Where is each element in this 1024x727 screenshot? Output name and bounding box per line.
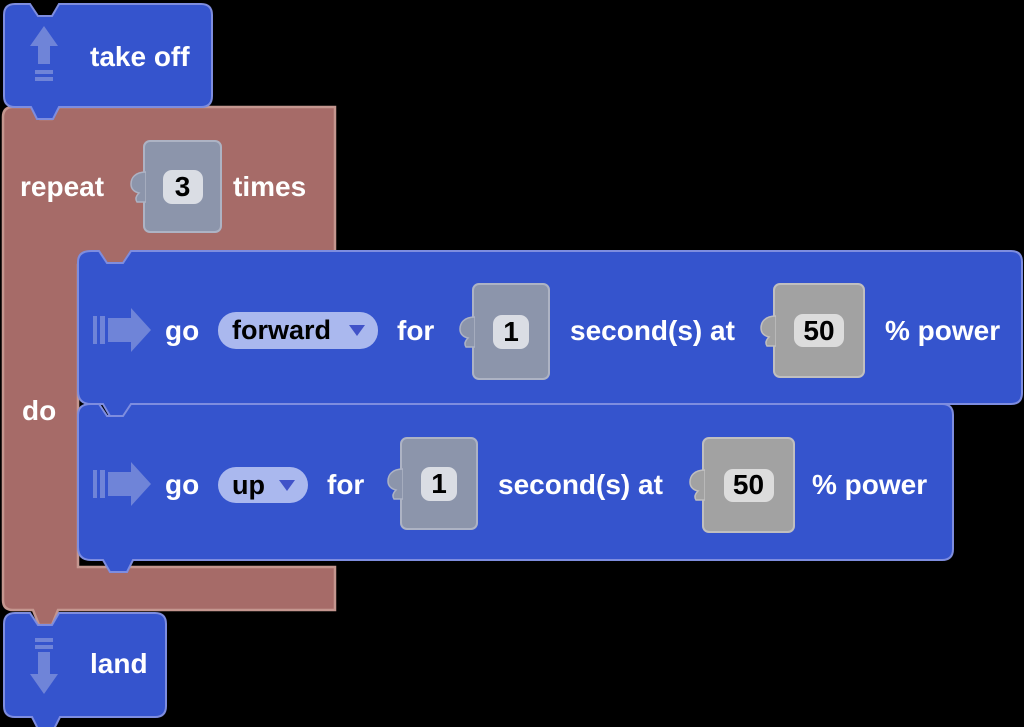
repeat-block[interactable]: repeat 3 times do [1,105,341,627]
puzzle-tab-icon [760,314,776,347]
duration-block[interactable]: 1 [459,283,550,380]
for-label: for [327,469,365,500]
duration-block[interactable]: 1 [387,437,478,530]
direction-dropdown[interactable]: up [218,467,308,503]
power-label: % power [812,469,928,500]
power-field[interactable]: 50 [794,314,844,347]
takeoff-block[interactable]: take off [3,3,215,125]
duration-field[interactable]: 1 [493,314,529,349]
repeat-count-block[interactable]: 3 [130,140,222,233]
direction-dropdown[interactable]: forward [218,312,378,349]
go-up-block[interactable]: go up for 1 second(s) at 50 % power [77,403,955,575]
takeoff-arrow-up-icon [30,26,58,81]
seconds-label: second(s) at [570,315,735,346]
go-forward-block[interactable]: go forward for 1 second(s) at 50 % power [77,250,1024,420]
power-field[interactable]: 50 [723,468,774,502]
repeat-count-field[interactable]: 3 [162,169,203,204]
puzzle-tab-icon [130,170,146,203]
puzzle-tab-icon [387,467,403,500]
times-label: times [233,171,307,202]
duration-field[interactable]: 1 [421,466,457,501]
do-label: do [22,395,57,426]
takeoff-block-shape [3,3,213,120]
move-arrow-right-icon [93,462,151,506]
move-arrow-right-icon [93,308,151,352]
puzzle-tab-icon [689,469,705,501]
repeat-label: repeat [20,171,105,202]
power-block[interactable]: 50 [760,283,865,378]
dropdown-arrow-icon [349,325,365,336]
power-label: % power [885,315,1001,346]
go-label: go [165,469,200,500]
seconds-label: second(s) at [498,469,663,500]
go-label: go [165,315,200,346]
direction-value: forward [232,315,332,345]
puzzle-tab-icon [459,315,475,348]
land-arrow-down-icon [30,638,58,694]
direction-value: up [232,469,265,500]
power-block[interactable]: 50 [689,437,795,533]
dropdown-arrow-icon [279,479,295,491]
land-block[interactable]: land [3,612,171,727]
land-label: land [90,648,148,679]
for-label: for [397,315,435,346]
takeoff-label: take off [90,41,190,72]
